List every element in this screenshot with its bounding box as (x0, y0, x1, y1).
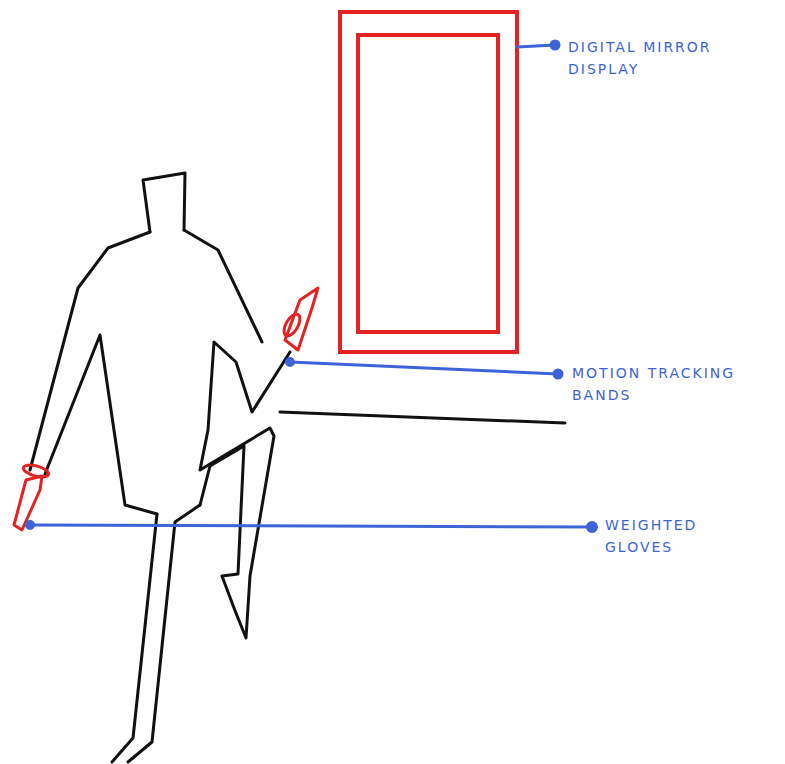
leader-dot (287, 359, 294, 366)
leader-dot (551, 41, 559, 49)
leader-line (517, 45, 555, 47)
right-shoulder (184, 230, 262, 342)
callout-label: WEIGHTED GLOVES (605, 514, 745, 558)
callout-label: DIGITAL MIRROR DISPLAY (568, 36, 768, 80)
ledge-line (280, 412, 565, 423)
leader-line (290, 362, 558, 374)
right-arm-torso-raised-leg (200, 342, 290, 638)
back-leg-rear (128, 505, 200, 762)
left-weighted-glove (14, 476, 42, 530)
callout-label: MOTION TRACKING BANDS (572, 362, 777, 406)
head-outline (143, 173, 185, 232)
right-tracking-band (281, 312, 303, 339)
leader-line (30, 525, 592, 527)
back-leg-front (112, 514, 157, 762)
person-figure (30, 173, 290, 762)
left-arm-outer (30, 232, 150, 470)
mirror-outer-frame (340, 12, 517, 352)
hip-line (200, 466, 210, 505)
leader-dot (588, 523, 597, 532)
leader-dot (27, 522, 34, 529)
left-tracking-band (22, 463, 50, 479)
leader-dot (554, 370, 562, 378)
mirror-inner-frame (358, 35, 498, 332)
left-arm-inner-torso (45, 335, 157, 514)
